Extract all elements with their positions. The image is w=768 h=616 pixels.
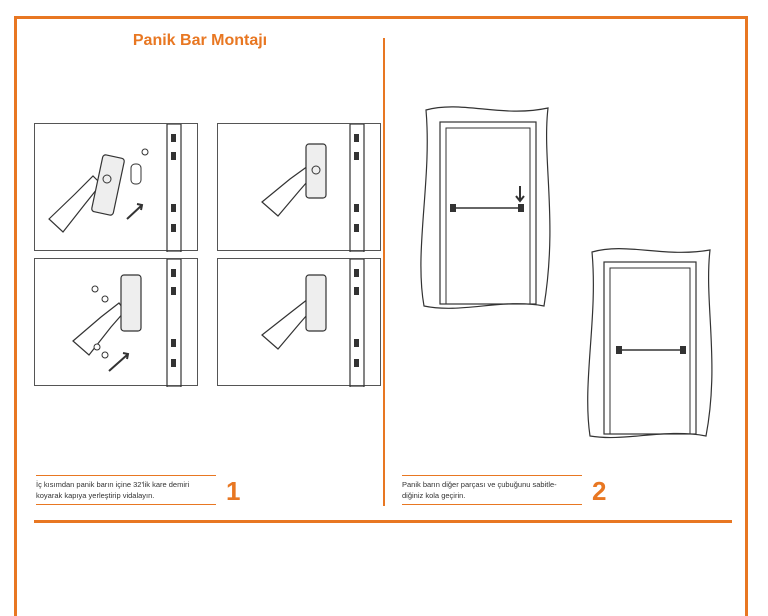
- door-with-panic-bar-arrow-illustration: [420, 106, 551, 309]
- assembly-panel-1: [34, 123, 198, 252]
- step2-caption-line1: Panik barın diğer parçası ve çubuğunu sa…: [402, 480, 557, 489]
- step2-caption-line2: diğiniz kola geçirin.: [402, 491, 466, 500]
- step2-number: 2: [592, 476, 607, 506]
- step2-caption-rule-top: [402, 475, 582, 476]
- step1-caption-line2: koyarak kapıya yerleştirip vidalayın.: [36, 491, 155, 500]
- assembly-panel-4: [217, 258, 381, 387]
- panic-bar-bracket-mounted-illustration: [261, 124, 365, 252]
- page-frame: [14, 16, 748, 616]
- door-assembled-panic-bar-illustration: [587, 247, 713, 439]
- page-title: Panik Bar Montajı: [132, 32, 268, 49]
- panic-bar-screw-illustration: [72, 259, 182, 387]
- step2-caption: Panik barın diğer parçası ve çubuğunu sa…: [402, 479, 557, 501]
- assembly-panel-3: [34, 258, 198, 387]
- panic-bar-fixed-illustration: [261, 259, 365, 387]
- step1-caption: İç kısımdan panik barın içine 32'lik kar…: [36, 479, 189, 501]
- column-divider: [383, 38, 385, 506]
- panic-bar-bracket-illustration: [48, 124, 182, 252]
- step1-caption-rule-top: [36, 475, 216, 476]
- bottom-rule: [34, 520, 732, 523]
- assembly-panel-2: [217, 123, 381, 252]
- step2-caption-rule-bottom: [402, 504, 582, 505]
- step1-caption-line1: İç kısımdan panik barın içine 32'lik kar…: [36, 480, 190, 489]
- step1-caption-rule-bottom: [36, 504, 216, 505]
- step1-number: 1: [226, 476, 241, 506]
